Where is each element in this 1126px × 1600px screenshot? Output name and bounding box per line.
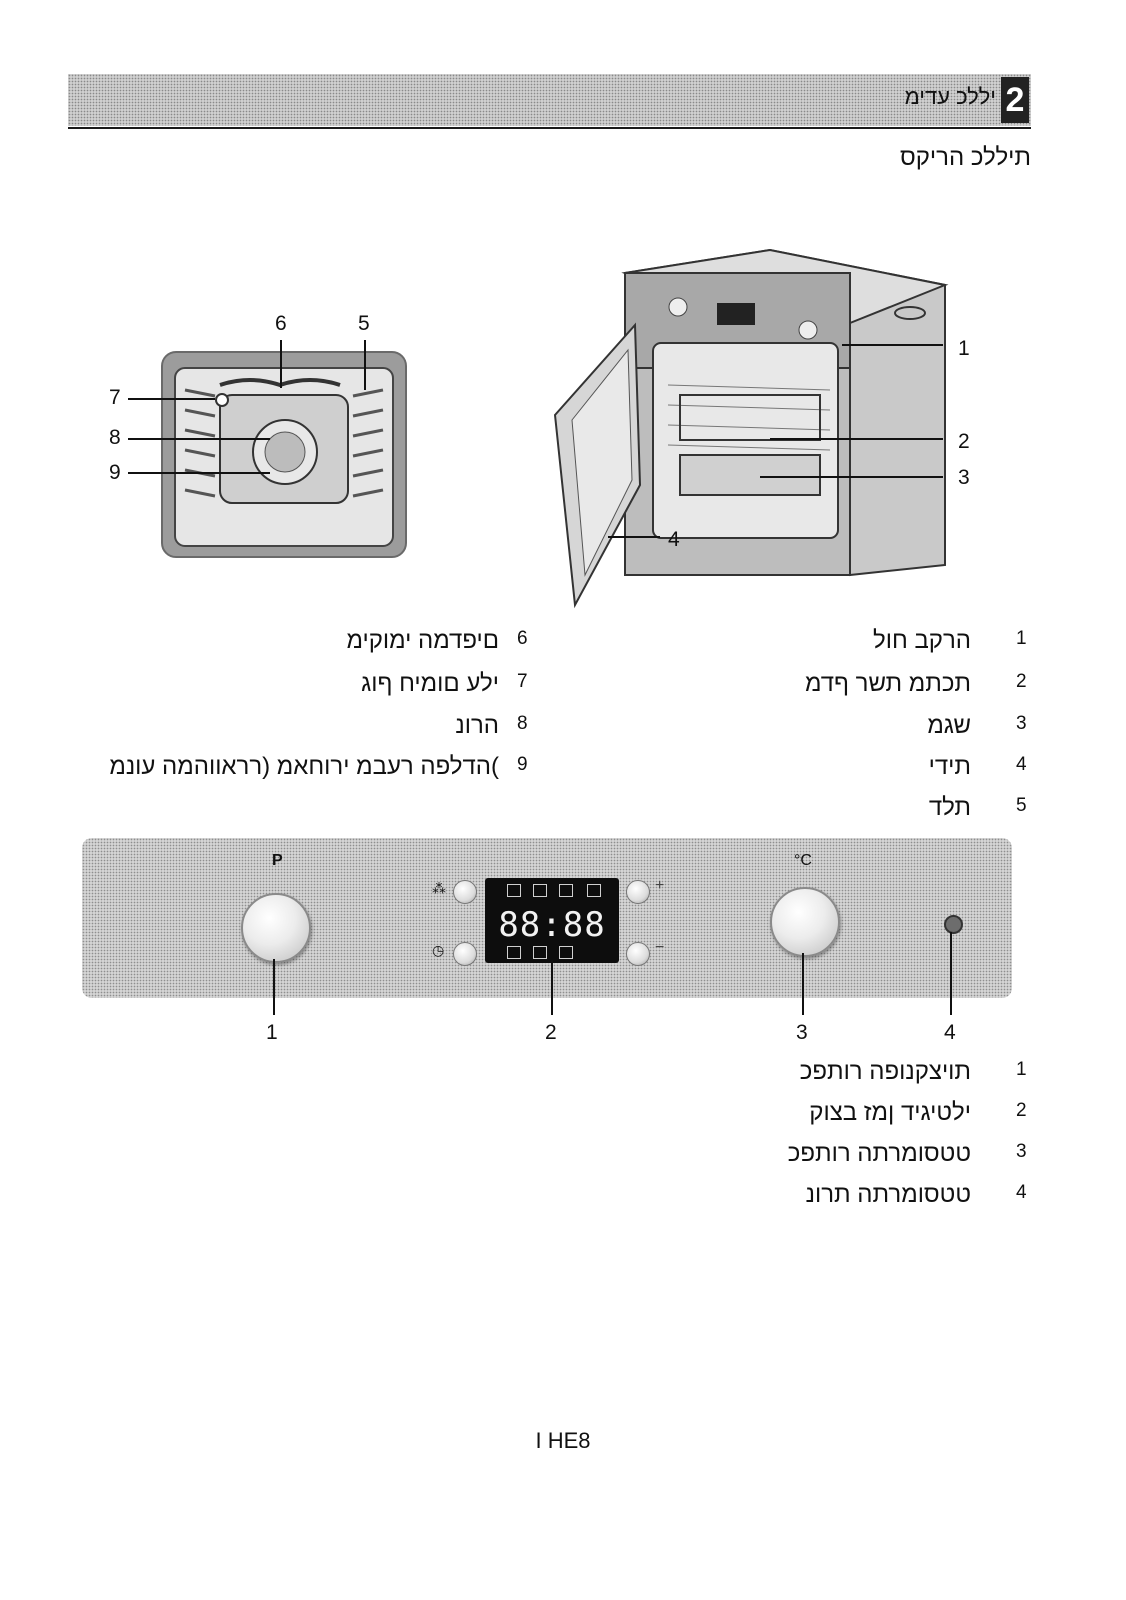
clock-icon: ◷	[432, 942, 445, 958]
legend-text: טטסומרתה תרונ	[805, 1181, 971, 1208]
section-header-bar	[68, 74, 1031, 126]
callout-number: 1	[958, 337, 970, 360]
legend-text: םיפדמה ימוקימ	[346, 627, 500, 654]
plus-symbol: +	[655, 877, 665, 894]
thermostat-knob[interactable]	[770, 887, 840, 957]
divider	[68, 127, 1031, 129]
legend-number: 4	[1016, 1182, 1027, 1203]
legend-text: טטסומרתה רותפכ	[787, 1140, 971, 1167]
clock-touch-button[interactable]	[453, 942, 477, 966]
callout-number: 3	[796, 1021, 808, 1044]
callout-number: 8	[109, 426, 121, 449]
thermostat-lamp	[944, 915, 963, 934]
function-touch-button[interactable]	[453, 880, 477, 904]
fan-icon	[533, 946, 547, 959]
legend-text: )הדלפה רעבמ ירוחאמ (רראווהמה עונמ	[109, 753, 499, 780]
callout-number: 1	[266, 1021, 278, 1044]
callout-number: 4	[668, 528, 680, 551]
legend-text: הרקב חול	[873, 627, 971, 654]
legend-number: 8	[517, 713, 528, 734]
minus-touch-button[interactable]	[626, 942, 650, 966]
temperature-symbol: °C	[794, 852, 812, 869]
callout-number: 3	[958, 466, 970, 489]
section-number: 2	[1001, 77, 1029, 123]
legend-text: ילע םומיח ףוג	[361, 670, 499, 697]
callout-number: 4	[944, 1021, 956, 1044]
legend-text: תידי	[928, 753, 971, 780]
legend-number: 7	[517, 671, 528, 692]
section-title: יללכ עדימ	[904, 84, 996, 109]
callout-number: 2	[958, 430, 970, 453]
callout-number: 7	[109, 386, 121, 409]
callout-number: 9	[109, 461, 121, 484]
plus-touch-button[interactable]	[626, 880, 650, 904]
legend-number: 3	[1016, 1141, 1027, 1162]
page-subtitle: תיללכ הריקס	[900, 144, 1031, 171]
legend-text: תלד	[928, 794, 971, 821]
light-icon	[507, 884, 521, 897]
legend-number: 1	[1016, 1059, 1027, 1080]
callout-number: 2	[545, 1021, 557, 1044]
control-panel	[82, 838, 1012, 998]
light-icon	[587, 884, 601, 897]
legend-text: שגמ	[927, 712, 971, 739]
legend-text: תכתמ תשר ףדמ	[804, 670, 971, 697]
page-footer: I HE8	[535, 1428, 591, 1453]
legend-text: הרונ	[455, 712, 499, 739]
display-time: 88:88	[498, 905, 606, 945]
legend-number: 2	[1016, 1100, 1027, 1121]
clock-icon	[533, 884, 547, 897]
legend-text: ילטיגיד ןמז בצוק	[809, 1099, 971, 1126]
oven-exterior-illustration	[553, 248, 949, 609]
light-icon	[559, 946, 573, 959]
legend-number: 3	[1016, 713, 1027, 734]
legend-number: 4	[1016, 754, 1027, 775]
oven-interior-illustration	[128, 340, 407, 558]
legend-number: 9	[517, 754, 528, 775]
clock-icon	[507, 946, 521, 959]
function-symbol: P	[272, 852, 283, 869]
legend-number: 6	[517, 628, 528, 649]
legend-number: 1	[1016, 628, 1027, 649]
fan-icon	[559, 884, 573, 897]
legend-number: 2	[1016, 671, 1027, 692]
callout-number: 6	[275, 312, 287, 335]
callout-number: 5	[358, 312, 370, 335]
minus-symbol: −	[655, 939, 665, 956]
function-knob[interactable]	[241, 893, 311, 963]
legend-text: תויצקנופה רותפכ	[799, 1058, 971, 1085]
legend-number: 5	[1016, 795, 1027, 816]
fan-icon: ⁂	[432, 880, 446, 896]
